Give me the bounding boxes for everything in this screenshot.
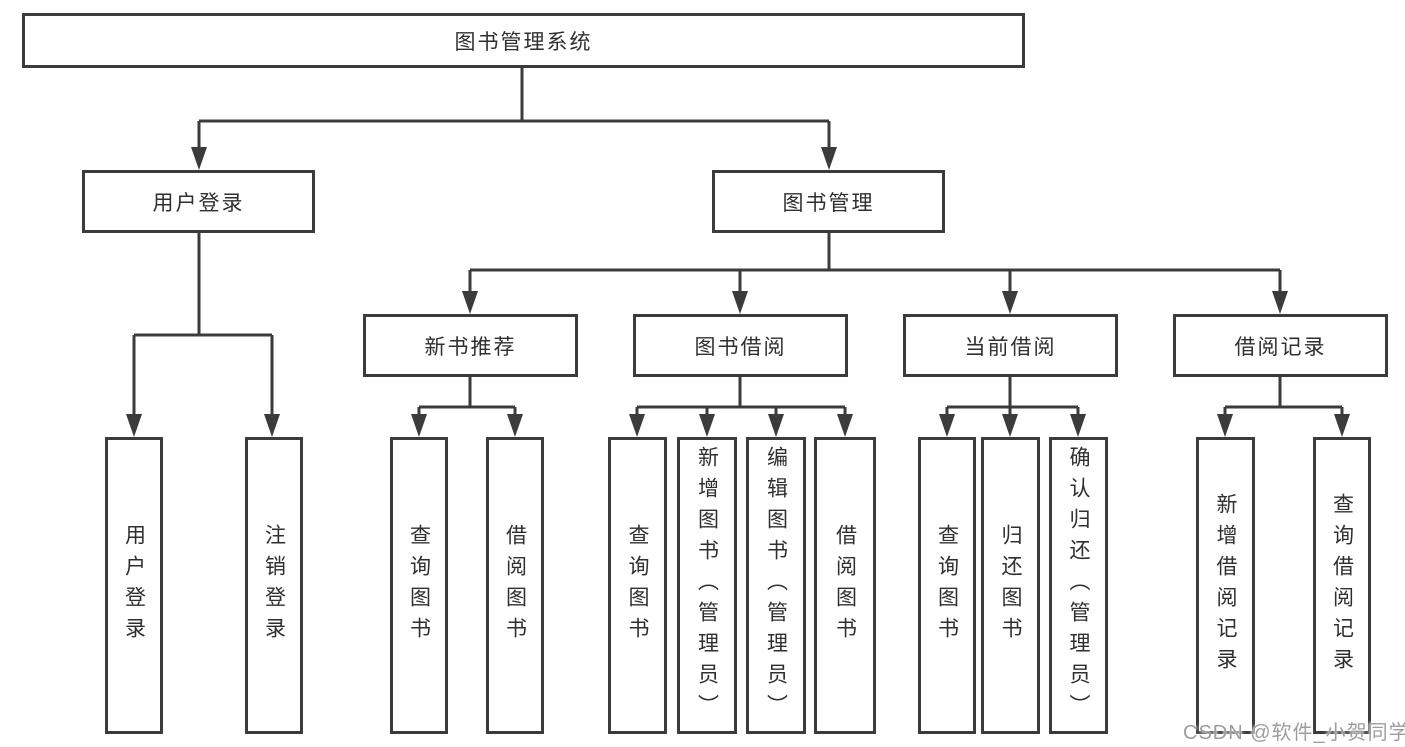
- node-label: 图书借阅: [694, 335, 787, 359]
- node-label: 图书管理系统: [454, 30, 593, 54]
- node-label: 查询借阅记录: [1330, 492, 1354, 679]
- node-label: 图书管理: [782, 191, 875, 215]
- connector-paths: [132, 68, 1344, 418]
- node-label: 借阅图书: [833, 523, 857, 648]
- node-borrow-books-recommend: 借阅图书: [486, 437, 544, 734]
- node-query-books-current: 查询图书: [918, 437, 976, 734]
- node-label: 用户登录: [122, 523, 146, 648]
- node-return-books: 归还图书: [981, 437, 1040, 734]
- node-library-management-system: 图书管理系统: [22, 13, 1025, 68]
- node-add-borrow-record: 新增借阅记录: [1196, 437, 1255, 734]
- node-label: 归还图书: [999, 523, 1023, 648]
- node-book-management: 图书管理: [712, 170, 945, 233]
- node-label: 当前借阅: [964, 335, 1057, 359]
- node-query-books-recommend: 查询图书: [390, 437, 448, 734]
- node-query-books-borrowing: 查询图书: [608, 437, 667, 734]
- node-label: 查询图书: [935, 523, 959, 648]
- node-user-login: 用户登录: [82, 170, 315, 233]
- node-label: 新增图书（管理员）: [695, 446, 719, 725]
- node-label: 新书推荐: [424, 335, 517, 359]
- node-confirm-return-admin: 确认归还（管理员）: [1049, 437, 1108, 734]
- node-user-login-leaf: 用户登录: [105, 437, 163, 734]
- node-label: 借阅记录: [1234, 335, 1327, 359]
- node-label: 用户登录: [152, 191, 245, 215]
- node-label: 查询图书: [626, 523, 650, 648]
- node-query-borrow-record: 查询借阅记录: [1313, 437, 1371, 734]
- node-label: 注销登录: [262, 523, 286, 648]
- node-borrowing-records: 借阅记录: [1173, 314, 1388, 377]
- node-label: 借阅图书: [503, 523, 527, 648]
- node-book-borrowing: 图书借阅: [633, 314, 848, 377]
- node-add-books-admin: 新增图书（管理员）: [677, 437, 737, 734]
- node-label: 查询图书: [407, 523, 431, 648]
- csdn-watermark: CSDN @软件_小贺同学: [1183, 722, 1405, 744]
- node-new-book-recommendation: 新书推荐: [363, 314, 578, 377]
- node-edit-books-admin: 编辑图书（管理员）: [746, 437, 806, 734]
- node-label: 新增借阅记录: [1214, 492, 1238, 679]
- arrowheads: [126, 147, 1350, 437]
- node-label: 编辑图书（管理员）: [764, 446, 788, 725]
- node-current-borrowing: 当前借阅: [903, 314, 1118, 377]
- node-logout-leaf: 注销登录: [245, 437, 303, 734]
- node-label: 确认归还（管理员）: [1067, 446, 1091, 725]
- node-borrow-books-borrowing: 借阅图书: [814, 437, 876, 734]
